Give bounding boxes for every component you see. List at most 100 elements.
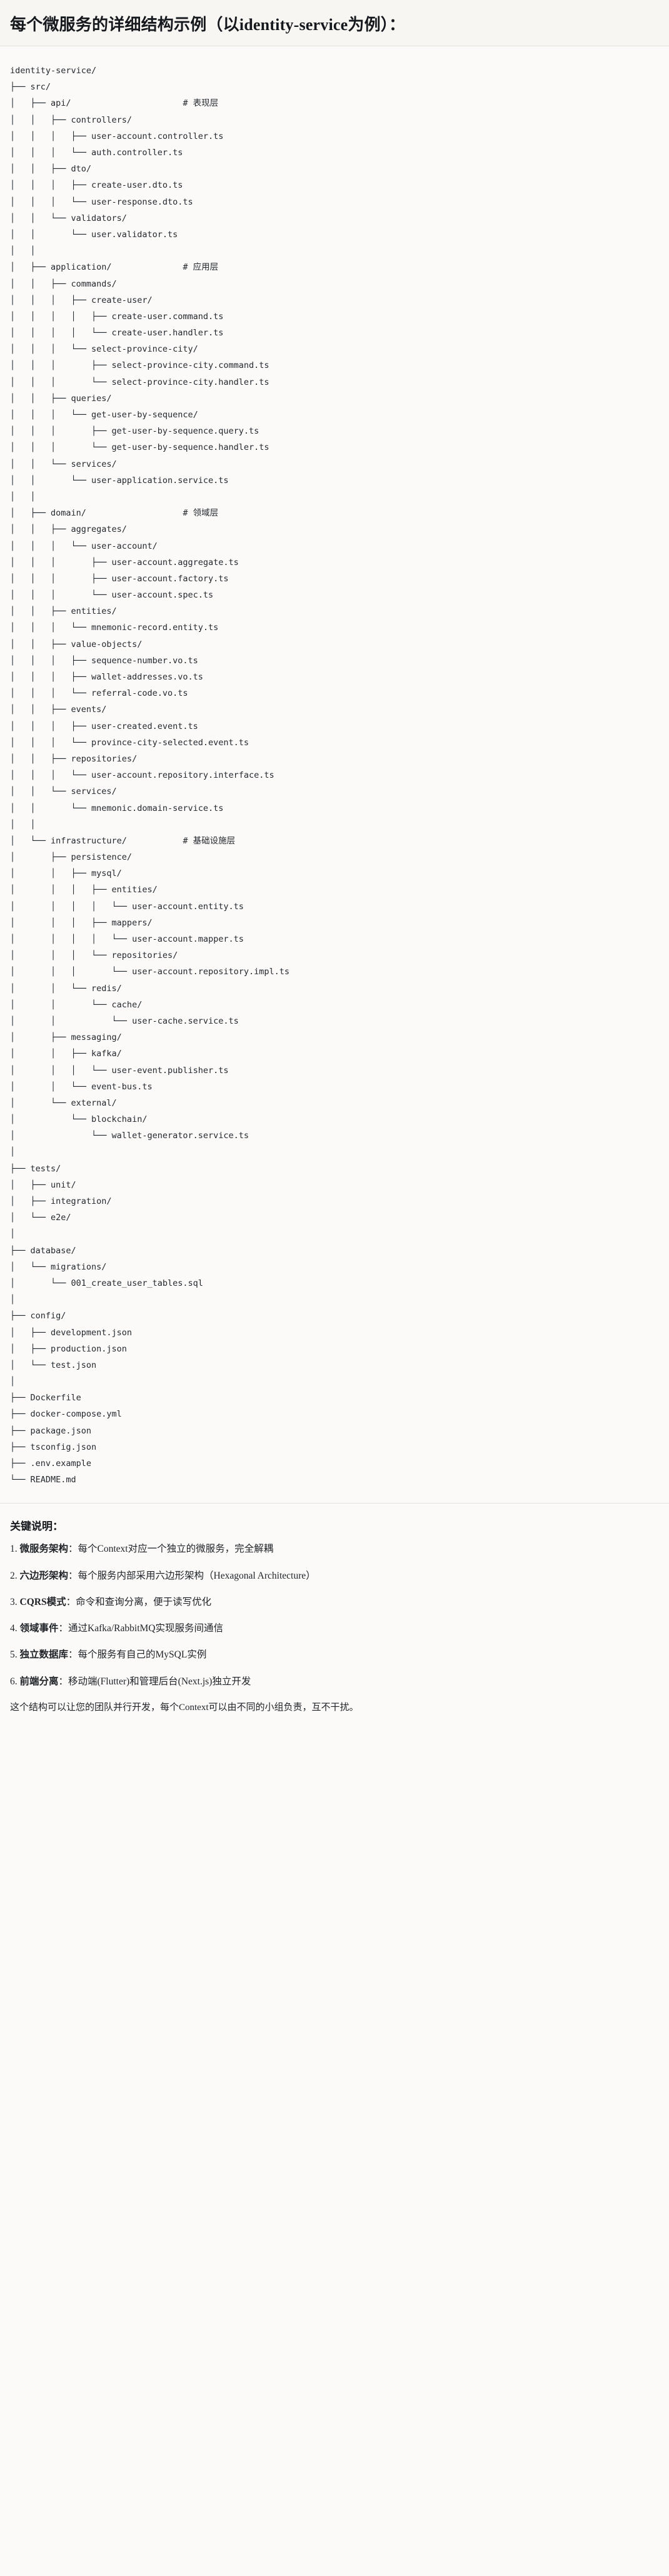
tree-line: │ └── wallet-generator.service.ts [10, 1128, 659, 1144]
tree-line: │ │ │ ├── create-user.dto.ts [10, 177, 659, 193]
tree-line: │ │ │ └── user-account.repository.impl.t… [10, 964, 659, 980]
tree-line-path: │ │ │ ├── entities/ [10, 885, 158, 895]
tree-line-path: │ │ ├── entities/ [10, 606, 117, 617]
tree-line: │ │ │ ├── user-created.event.ts [10, 718, 659, 735]
tree-line-comment: # 表现层 [183, 98, 219, 109]
tree-line: │ [10, 1291, 659, 1308]
tree-line-path: │ │ │ └── auth.controller.ts [10, 148, 183, 158]
key-note-lead: 六边形架构 [19, 1570, 69, 1581]
tree-line-path: │ │ │ └── get-user-by-sequence.handler.t… [10, 442, 269, 453]
tree-line: └── README.md [10, 1472, 659, 1488]
key-note-lead: 领域事件 [19, 1623, 59, 1634]
tree-line: │ │ ├── events/ [10, 701, 659, 718]
tree-line-path: │ └── 001_create_user_tables.sql [10, 1278, 203, 1288]
tree-line: │ │ [10, 489, 659, 505]
tree-line: │ │ ├── controllers/ [10, 112, 659, 128]
key-note-index: 4. [10, 1623, 18, 1634]
tree-line-path: │ │ │ └── user-event.publisher.ts [10, 1065, 229, 1076]
tree-line-comment: # 基础设施层 [183, 835, 236, 846]
tree-line-path: │ │ │ ├── user-account.aggregate.ts [10, 557, 239, 568]
key-note-body: ：命令和查询分离，便于读写优化 [66, 1596, 212, 1607]
tree-line: ├── tests/ [10, 1161, 659, 1177]
tree-line-path: ├── package.json [10, 1425, 92, 1436]
tree-line-path: │ │ ├── queries/ [10, 393, 112, 404]
tree-line: │ └── infrastructure/ # 基础设施层 [10, 833, 659, 849]
tree-line-path: │ │ └── services/ [10, 459, 117, 469]
tree-line-path: │ │ │ ├── select-province-city.command.t… [10, 360, 269, 371]
tree-line-path: │ [10, 1229, 16, 1240]
tree-line: ├── Dockerfile [10, 1390, 659, 1406]
key-note-lead: 前端分离 [19, 1676, 59, 1687]
tree-line-path: │ ├── domain/ [10, 508, 86, 519]
tree-line: │ │ │ ├── entities/ [10, 882, 659, 898]
key-note-lead: CQRS模式 [19, 1596, 66, 1607]
tree-line-path: │ ├── persistence/ [10, 852, 133, 863]
key-note-index: 5. [10, 1649, 18, 1661]
tree-line: │ │ │ └── user-account.spec.ts [10, 587, 659, 603]
tree-line-path: │ [10, 1295, 16, 1305]
tree-line-path: │ │ │ │ └── user-account.mapper.ts [10, 934, 244, 945]
tree-line: identity-service/ [10, 63, 659, 79]
tree-line-gap [71, 98, 183, 108]
key-note-body: ：通过Kafka/RabbitMQ实现服务间通信 [58, 1623, 223, 1634]
tree-line: ├── database/ [10, 1243, 659, 1259]
key-note-item: 6. 前端分离：移动端(Flutter)和管理后台(Next.js)独立开发 [10, 1674, 659, 1689]
key-note-lead: 独立数据库 [19, 1649, 69, 1661]
tree-line-path: │ └── test.json [10, 1360, 97, 1370]
tree-line-path: │ │ │ └── select-province-city/ [10, 344, 198, 355]
tree-line: │ │ │ ├── mappers/ [10, 915, 659, 931]
tree-line: │ │ └── user-cache.service.ts [10, 1013, 659, 1029]
tree-line: │ │ └── services/ [10, 456, 659, 472]
tree-line-path: │ │ │ └── mnemonic-record.entity.ts [10, 623, 219, 633]
tree-line-path: │ │ └── validators/ [10, 213, 127, 223]
tree-line-path: ├── docker-compose.yml [10, 1409, 122, 1420]
tree-line-path: │ │ │ ├── mappers/ [10, 917, 153, 928]
tree-line-path: │ ├── application/ [10, 262, 112, 273]
tree-line-path: │ │ ├── mysql/ [10, 868, 122, 879]
tree-line: │ │ │ │ └── user-account.mapper.ts [10, 931, 659, 947]
tree-line-path: │ ├── api/ [10, 98, 71, 109]
tree-line-path: │ └── migrations/ [10, 1261, 107, 1272]
tree-line-path: │ [10, 1147, 16, 1158]
key-note-lead: 微服务架构 [19, 1544, 69, 1555]
tree-line-path: │ └── infrastructure/ [10, 835, 127, 846]
key-notes-title: 关键说明： [10, 1520, 63, 1533]
tree-line: │ ├── domain/ # 领域层 [10, 505, 659, 521]
document-page: 每个微服务的详细结构示例（以identity-service为例）： ident… [0, 16, 669, 1713]
tree-line: │ │ │ └── province-city-selected.event.t… [10, 735, 659, 751]
tree-line-path: │ │ │ ├── wallet-addresses.vo.ts [10, 672, 203, 683]
tree-line: │ │ │ └── select-province-city/ [10, 341, 659, 357]
tree-line-path: │ │ │ └── user-account.repository.interf… [10, 770, 274, 781]
tree-line: │ │ │ ├── user-account.factory.ts [10, 571, 659, 587]
tree-line-path: │ └── blockchain/ [10, 1114, 148, 1125]
tree-line: ├── .env.example [10, 1455, 659, 1472]
tree-line: │ ├── application/ # 应用层 [10, 259, 659, 275]
tree-line-path: ├── database/ [10, 1245, 76, 1256]
tree-line-path: │ │ └── services/ [10, 787, 117, 797]
tree-line-path: │ │ └── user-cache.service.ts [10, 1016, 239, 1026]
tree-line: │ └── external/ [10, 1095, 659, 1111]
tree-line: ├── config/ [10, 1308, 659, 1324]
tree-line: │ │ │ └── user-response.dto.ts [10, 194, 659, 210]
tree-line: │ │ ├── dto/ [10, 161, 659, 177]
tree-line: │ │ │ └── get-user-by-sequence/ [10, 407, 659, 423]
tree-line-path: │ │ │ │ └── create-user.handler.ts [10, 328, 224, 339]
closing-paragraph: 这个结构可以让您的团队并行开发，每个Context可以由不同的小组负责，互不干扰… [10, 1702, 359, 1713]
tree-line: │ │ ├── value-objects/ [10, 636, 659, 653]
tree-line-path: │ │ │ │ ├── create-user.command.ts [10, 311, 224, 322]
tree-line-comment: # 领域层 [183, 508, 219, 519]
tree-line: │ │ │ └── user-account.repository.interf… [10, 767, 659, 783]
tree-line-path: │ │ ├── commands/ [10, 278, 117, 289]
tree-line-path: │ │ ├── aggregates/ [10, 524, 127, 535]
tree-line-path: │ │ ├── kafka/ [10, 1049, 122, 1059]
tree-line-path: ├── .env.example [10, 1459, 92, 1469]
tree-line: │ │ │ └── get-user-by-sequence.handler.t… [10, 439, 659, 456]
tree-line-path: │ │ └── event-bus.ts [10, 1081, 153, 1092]
tree-line: │ │ │ ├── sequence-number.vo.ts [10, 653, 659, 669]
tree-line-path: │ └── e2e/ [10, 1213, 71, 1223]
tree-line-gap [86, 508, 183, 518]
tree-line-path: │ │ │ └── repositories/ [10, 950, 178, 961]
tree-line-path: │ │ │ ├── get-user-by-sequence.query.ts [10, 426, 259, 437]
tree-line: │ ├── integration/ [10, 1193, 659, 1209]
